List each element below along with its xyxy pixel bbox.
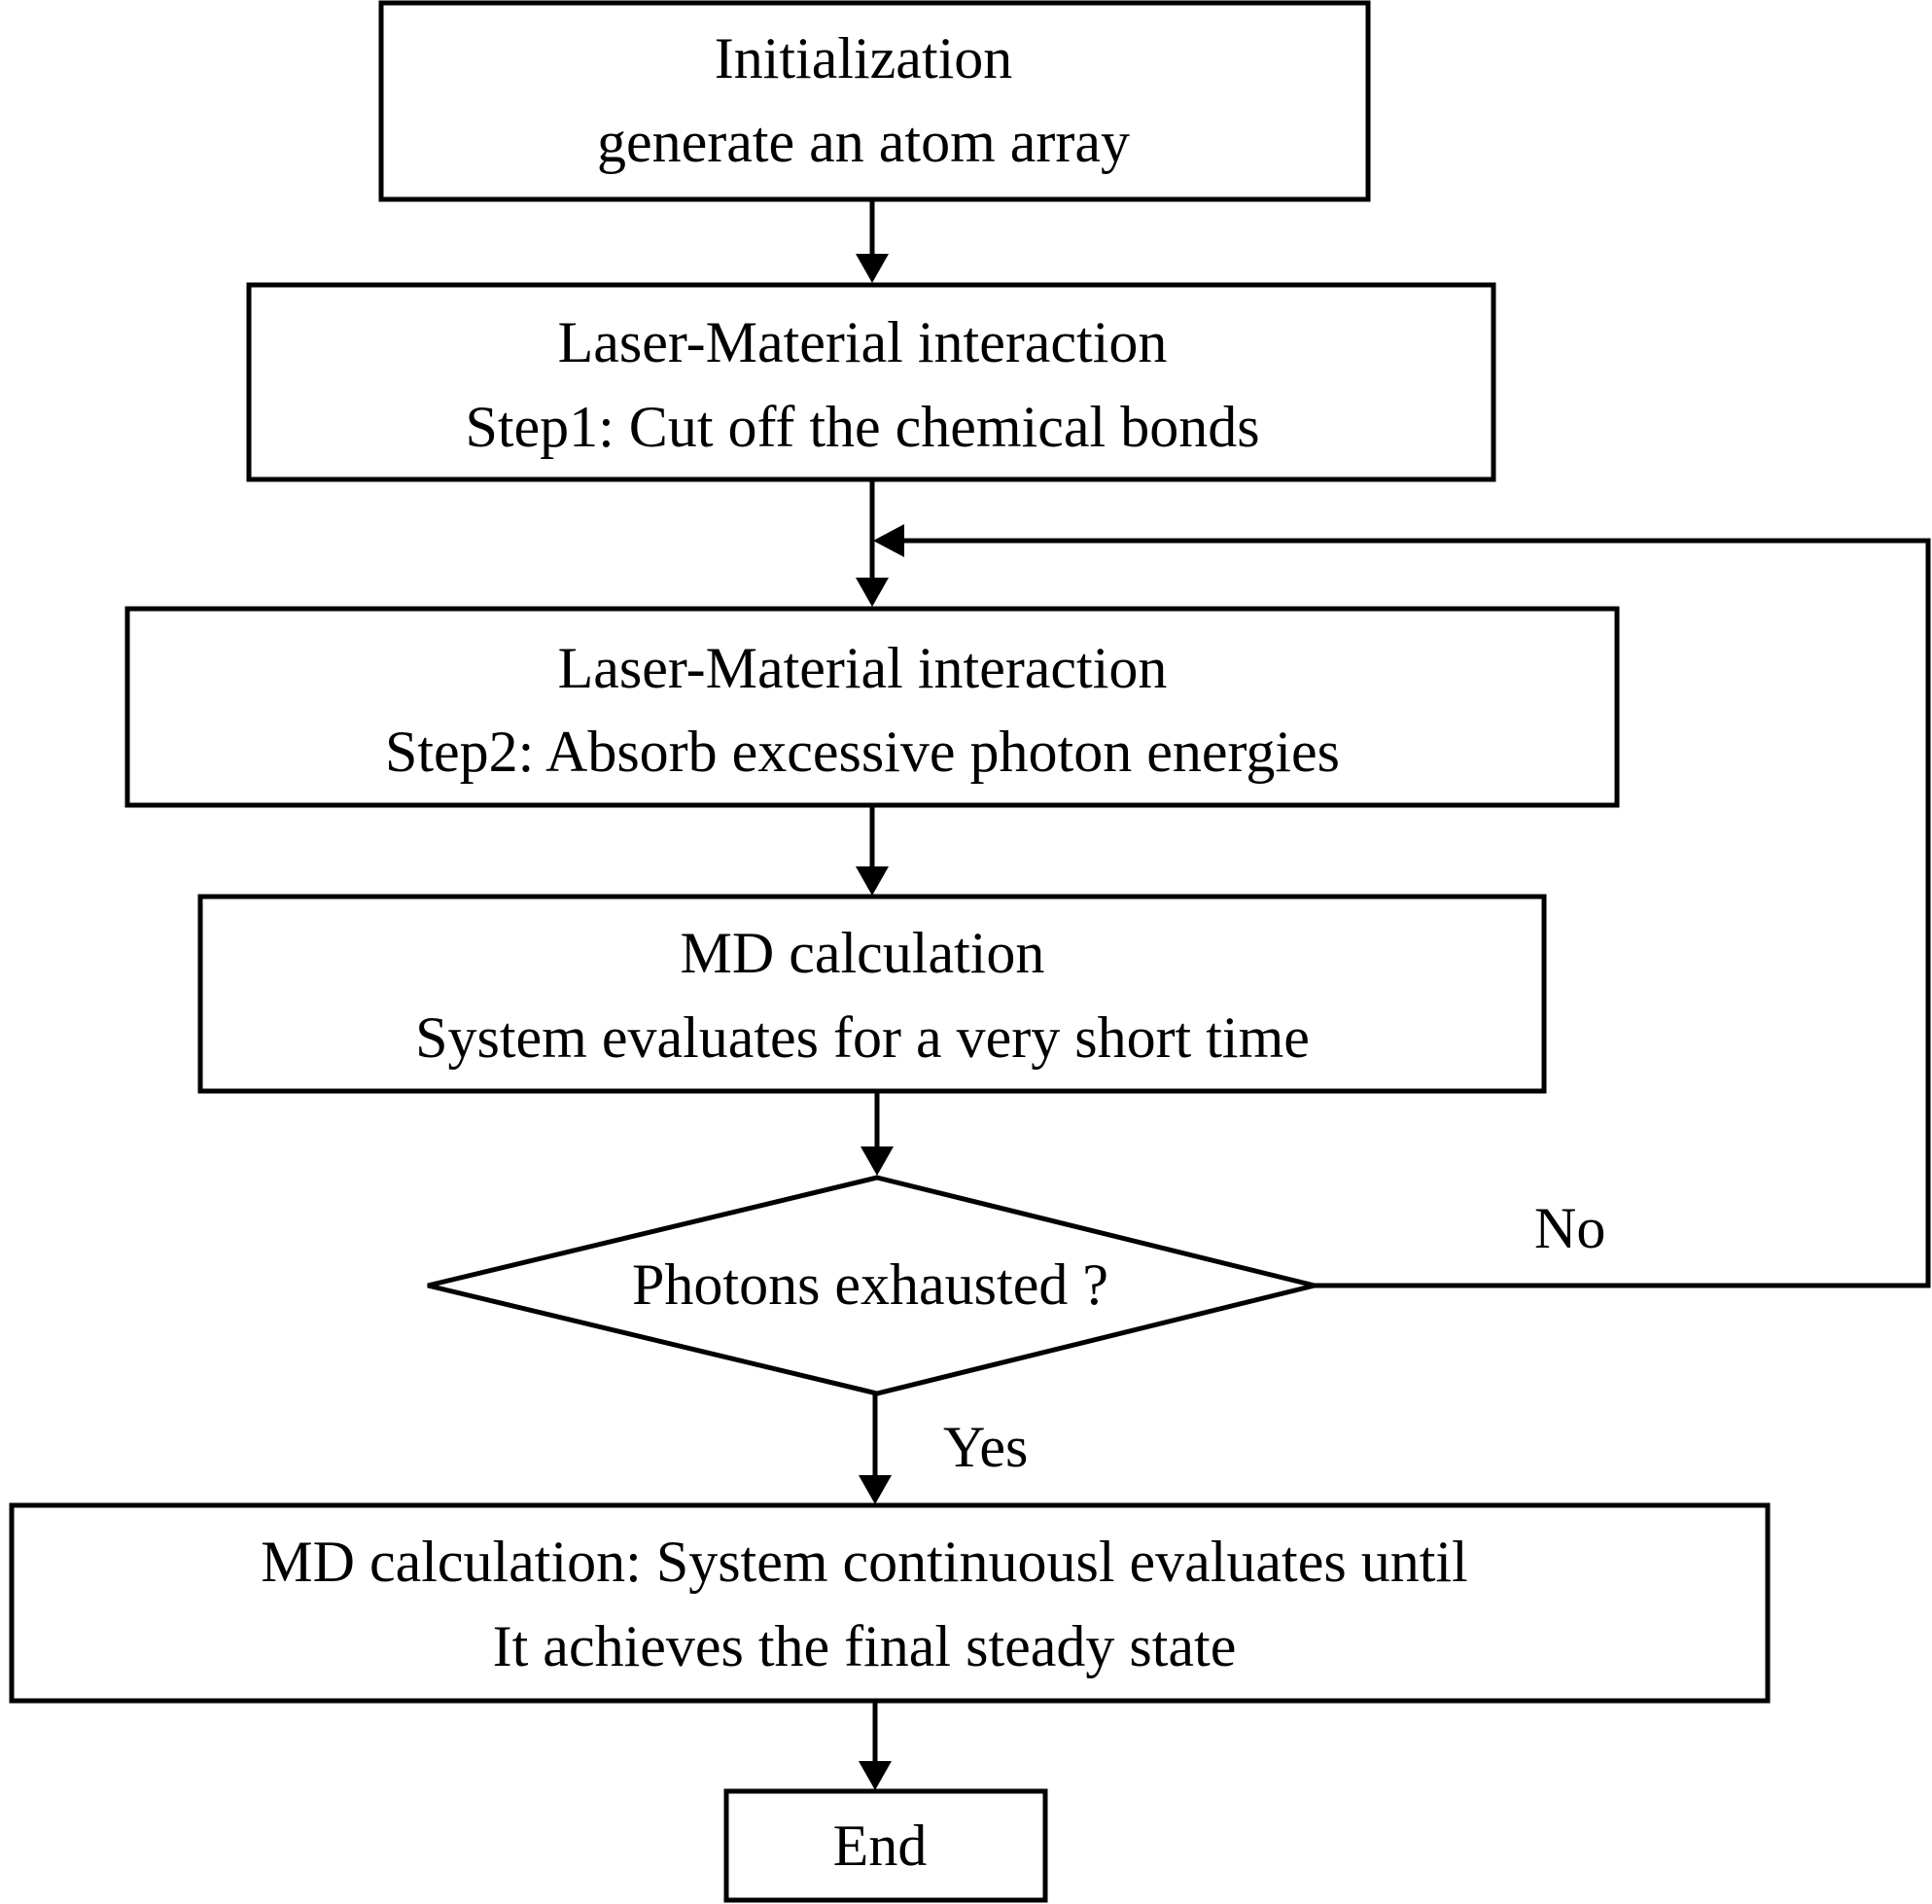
- decision-diamond: [427, 1175, 1316, 1396]
- md-short-subtitle: System evaluates for a very short time: [415, 1005, 1310, 1070]
- step1-title: Laser-Material interaction: [558, 310, 1168, 374]
- node-decision: Photons exhausted ?: [427, 1175, 1316, 1396]
- node-step2: Laser-Material interaction Step2: Absorb…: [124, 606, 1620, 808]
- node-initialization: Initialization generate an atom array: [378, 0, 1371, 202]
- step2-box: [124, 606, 1620, 808]
- loop-back-no-path: [902, 538, 1931, 1288]
- node-md-short: MD calculation System evaluates for a ve…: [197, 894, 1547, 1094]
- connectors: [856, 200, 1931, 1790]
- yes-label: Yes: [943, 1415, 1028, 1479]
- node-md-final: MD calculation: System continuousl evalu…: [9, 1502, 1771, 1704]
- initialization-title: Initialization: [715, 26, 1013, 90]
- arrowhead-md-final: [859, 1475, 892, 1504]
- step2-title: Laser-Material interaction: [558, 636, 1168, 700]
- md-final-box: [9, 1502, 1771, 1704]
- step1-subtitle: Step1: Cut off the chemical bonds: [465, 395, 1259, 459]
- arrowhead-decision: [861, 1146, 894, 1176]
- arrowhead-md-short: [856, 866, 889, 896]
- step2-subtitle: Step2: Absorb excessive photon energies: [385, 720, 1340, 784]
- md-final-title: MD calculation: System continuousl evalu…: [261, 1530, 1467, 1594]
- end-box: [723, 1788, 1048, 1903]
- md-short-title: MD calculation: [681, 921, 1045, 985]
- arrowhead-loop-back: [873, 524, 904, 557]
- end-label: End: [833, 1814, 928, 1878]
- arrowhead-step1: [856, 254, 889, 283]
- no-label: No: [1534, 1196, 1605, 1260]
- node-end: End: [723, 1788, 1048, 1903]
- decision-label: Photons exhausted ?: [632, 1252, 1108, 1317]
- initialization-subtitle: generate an atom array: [597, 110, 1130, 174]
- arrowhead-step2: [856, 578, 889, 607]
- md-short-box: [197, 894, 1547, 1094]
- arrowhead-end: [859, 1761, 892, 1790]
- initialization-box: [378, 0, 1371, 202]
- node-step1: Laser-Material interaction Step1: Cut of…: [246, 282, 1496, 482]
- md-final-subtitle: It achieves the final steady state: [493, 1614, 1237, 1678]
- step1-box: [246, 282, 1496, 482]
